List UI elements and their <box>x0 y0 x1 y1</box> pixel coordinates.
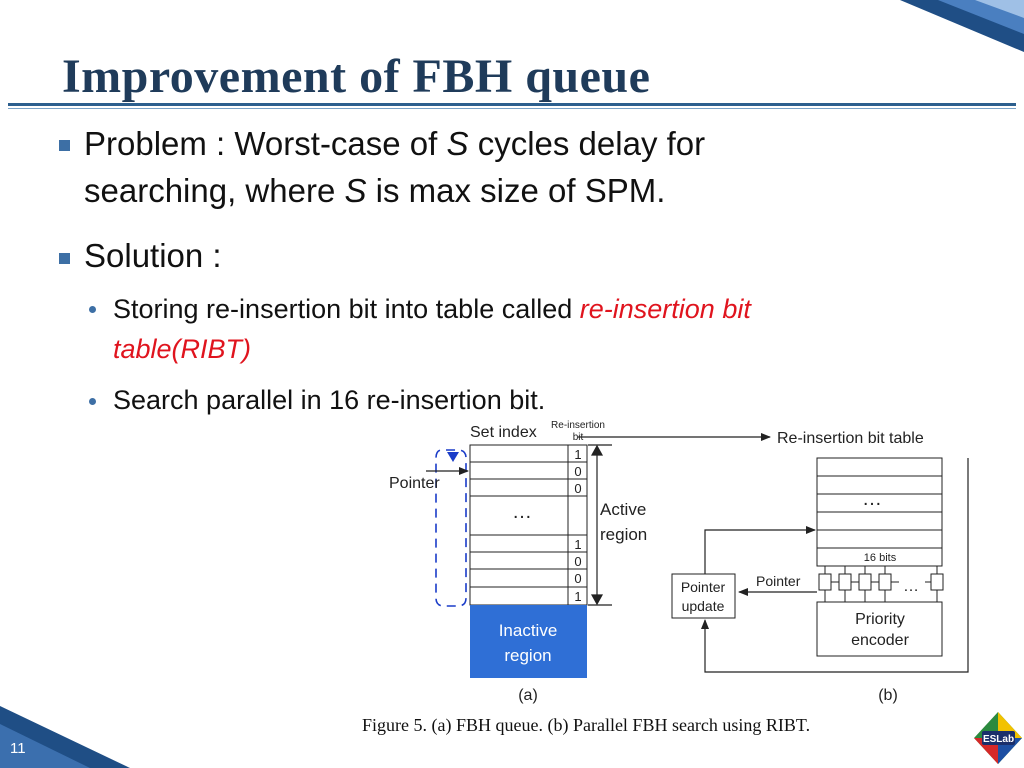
bullet-square-icon <box>59 140 70 151</box>
feedback-loop-arrow <box>701 458 969 673</box>
subfigure-label-b: (b) <box>878 687 898 704</box>
reinsertion-bit-label-1: Re-insertion <box>551 420 605 431</box>
bit-value: 1 <box>574 537 581 552</box>
bit-value: 1 <box>574 589 581 604</box>
inactive-region-box <box>470 605 587 678</box>
bullet-solution: Solution : <box>84 237 222 274</box>
page-number: 11 <box>10 740 26 757</box>
bit-value: 1 <box>574 447 581 462</box>
pointer-update-box <box>671 573 736 619</box>
sub-bullet-parallel: Search parallel in 16 re-insertion bit. <box>113 385 546 415</box>
eslab-logo-text: ESLab <box>983 734 1014 745</box>
priority-encoder-box <box>816 601 943 657</box>
sub-bullet-ribt-red1: re-insertion bit <box>579 294 751 324</box>
bit-value: 0 <box>574 571 581 586</box>
set-index-label: Set index <box>470 424 537 441</box>
problem-prefix: Problem : Worst-case of <box>84 125 447 162</box>
priority-encoder-label-1: Priority <box>855 611 905 628</box>
bit-value: 0 <box>574 464 581 479</box>
figure-caption: Figure 5. (a) FBH queue. (b) Parallel FB… <box>362 715 810 736</box>
corner-decoration-top-right <box>900 0 1024 52</box>
bit-select-blocks <box>818 566 944 602</box>
title-rule <box>8 103 1016 106</box>
sub-bullet-ribt-plain: Storing re-insertion bit into table call… <box>113 294 580 324</box>
update-to-ribt-arrow <box>704 526 816 574</box>
eslab-logo: ESLab <box>974 712 1022 764</box>
bullet-problem-line2: searching, where S is max size of SPM. <box>84 168 665 214</box>
problem-mid: cycles delay for <box>468 125 706 162</box>
ellipsis-b: … <box>862 488 882 510</box>
bit-value: 0 <box>574 481 581 496</box>
bullet-dot-icon <box>89 398 96 405</box>
problem-line2-end: is max size of SPM. <box>366 172 666 209</box>
pointer-arrowhead-blue <box>447 452 459 462</box>
ribt-table <box>816 457 943 567</box>
problem-var-s: S <box>446 125 469 162</box>
problem-line2-start: searching, where <box>84 172 345 209</box>
ribt-label: Re-insertion bit table <box>777 430 924 447</box>
pointer-label-b: Pointer <box>756 573 801 589</box>
pointer-loop-dashed <box>435 449 467 607</box>
sub-bullet-ribt-line1: Storing re-insertion bit into table call… <box>113 291 751 327</box>
bit-value: 0 <box>574 554 581 569</box>
title-rule-thin <box>8 108 1016 109</box>
subfigure-label-a: (a) <box>518 687 538 704</box>
bullet-square-icon <box>59 253 70 264</box>
ellipsis-bits: … <box>903 578 919 595</box>
corner-decoration-bottom-left <box>0 706 130 768</box>
sixteen-bits-label: 16 bits <box>864 552 897 564</box>
page-title: Improvement of FBH queue <box>62 50 651 103</box>
inactive-region-label-2: region <box>504 646 551 665</box>
pointer-label-a: Pointer <box>389 475 440 492</box>
active-region-label-1: Active <box>600 500 646 519</box>
pointer-update-label-1: Pointer <box>681 579 726 595</box>
active-region-label-2: region <box>600 525 647 544</box>
inactive-region-label-1: Inactive <box>499 621 558 640</box>
sub-bullet-ribt-line2: table(RIBT) <box>113 334 252 364</box>
priority-encoder-label-2: encoder <box>851 632 909 649</box>
bullet-dot-icon <box>89 306 96 313</box>
fbh-queue-table <box>469 444 588 606</box>
problem-var-s2: S <box>344 172 367 209</box>
fbh-figure: Set index Re-insertion bit 1 0 0 1 0 0 1… <box>362 420 969 736</box>
pointer-update-label-2: update <box>682 598 725 614</box>
ellipsis-a: … <box>512 501 532 523</box>
active-region-bracket <box>588 444 612 606</box>
bullet-problem-line1: Problem : Worst-case of S cycles delay f… <box>84 121 705 167</box>
